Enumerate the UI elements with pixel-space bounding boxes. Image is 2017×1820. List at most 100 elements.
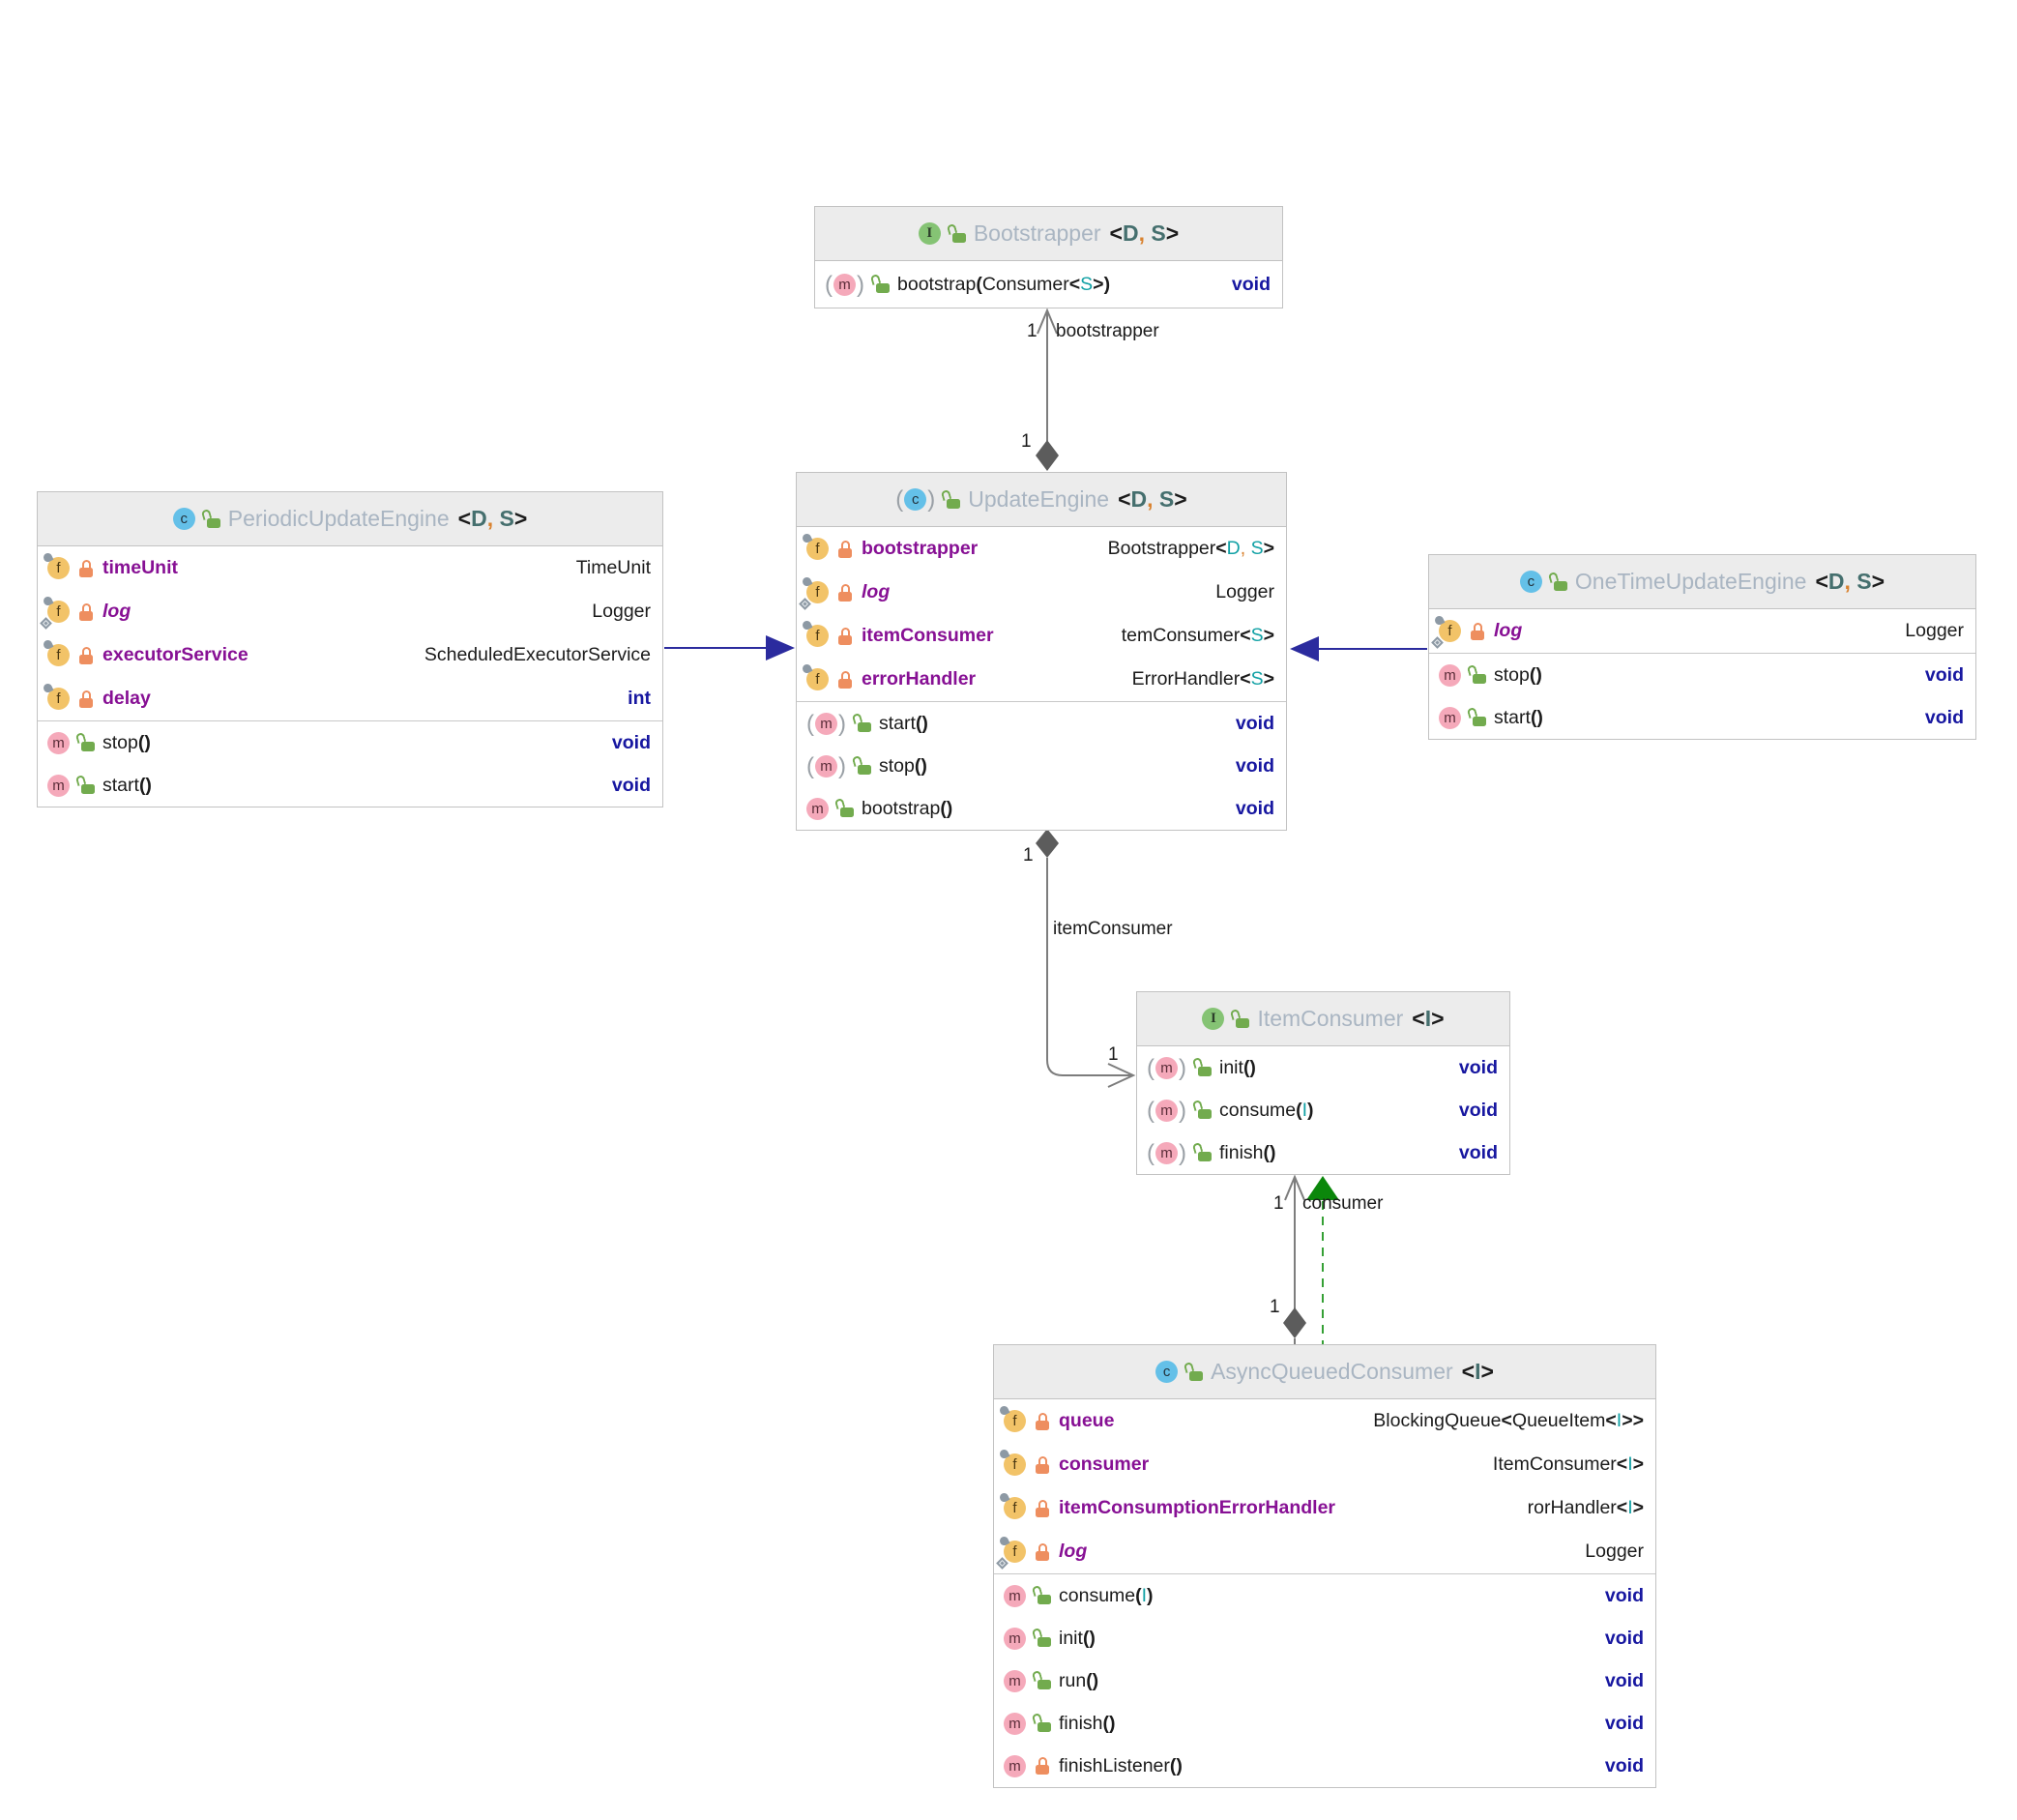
class-icon: c (1519, 571, 1542, 593)
method-signature: finish() (1059, 1712, 1116, 1734)
private-lock-icon (78, 559, 94, 577)
class-title: AsyncQueuedConsumer (1211, 1359, 1453, 1384)
aggregation-diamond-icon (1036, 829, 1059, 858)
class-header[interactable]: (c)UpdateEngine<D, S> (797, 473, 1286, 527)
field-icon: f (801, 619, 829, 647)
class-title: Bootstrapper (973, 220, 1101, 246)
method-signature: finishListener() (1059, 1754, 1183, 1776)
field-type: rorHandler<I> (1527, 1497, 1644, 1518)
private-lock-icon (1035, 1455, 1050, 1474)
public-lock-icon (851, 754, 871, 775)
method-icon: m (806, 797, 829, 820)
field-pin-mark (998, 1535, 1010, 1547)
field-type: temConsumer<S> (1121, 625, 1274, 646)
open-arrowhead-icon (1107, 1063, 1136, 1088)
edge-multiplicity-label: 1 (1021, 431, 1032, 452)
field-pin-mark (801, 575, 813, 588)
field-icon: f (998, 1404, 1026, 1432)
edge-role-label-bootstrapper: bootstrapper (1056, 321, 1159, 341)
method-return-type: void (1235, 754, 1274, 777)
method-signature: bootstrap(Consumer<S>) (897, 273, 1111, 295)
private-lock-icon (1035, 1757, 1050, 1775)
aggregation-diamond-icon (1283, 1307, 1306, 1338)
static-final-mark (996, 1557, 1008, 1570)
method-return-type: void (1235, 712, 1274, 734)
method-return-type: void (1458, 1141, 1498, 1163)
method-signature: start() (879, 712, 928, 734)
method-signature: consume(I) (1059, 1584, 1154, 1606)
field-pin-mark (42, 551, 54, 564)
method-consume[interactable]: (m)consume(I)void (1137, 1089, 1509, 1131)
method-signature: finish() (1219, 1141, 1276, 1163)
static-final-mark (40, 617, 52, 630)
field-type: Bootstrapper<D, S> (1107, 538, 1274, 559)
method-return-type: void (1604, 1754, 1644, 1776)
interface-icon: I (918, 222, 941, 245)
field-name: consumer (1059, 1453, 1150, 1475)
method-start[interactable]: (m) start() void (797, 702, 1286, 745)
abstract-method-icon: (m) (806, 710, 846, 737)
field-pin-mark (801, 532, 813, 544)
private-lock-icon (837, 627, 853, 645)
method-finish[interactable]: (m)finish()void (1137, 1131, 1509, 1174)
method-return-type: void (1604, 1627, 1644, 1649)
method-init[interactable]: (m)init()void (1137, 1046, 1509, 1089)
public-lock-icon (869, 273, 890, 293)
field-type: BlockingQueue<QueueItem<I>> (1373, 1410, 1644, 1431)
public-lock-icon (1031, 1669, 1051, 1689)
field-pin-mark (998, 1404, 1010, 1417)
field-pin-mark (42, 595, 54, 607)
public-lock-icon (1230, 1008, 1250, 1028)
method-signature: start() (1494, 706, 1543, 728)
field-icon: f (996, 1535, 1026, 1570)
public-lock-icon (200, 508, 220, 528)
method-icon: m (1004, 1584, 1026, 1607)
class-title: UpdateEngine (968, 486, 1110, 512)
method-icon: m (47, 731, 70, 754)
field-icon: f (998, 1448, 1026, 1476)
class-generics: <D, S> (1118, 486, 1187, 512)
field-name: log (862, 581, 891, 602)
method-stop[interactable]: (m)stop()void (797, 745, 1286, 787)
method-return-type: void (1604, 1669, 1644, 1691)
method-bootstrap[interactable]: (m)bootstrap(Consumer<S>)void (815, 261, 1282, 308)
